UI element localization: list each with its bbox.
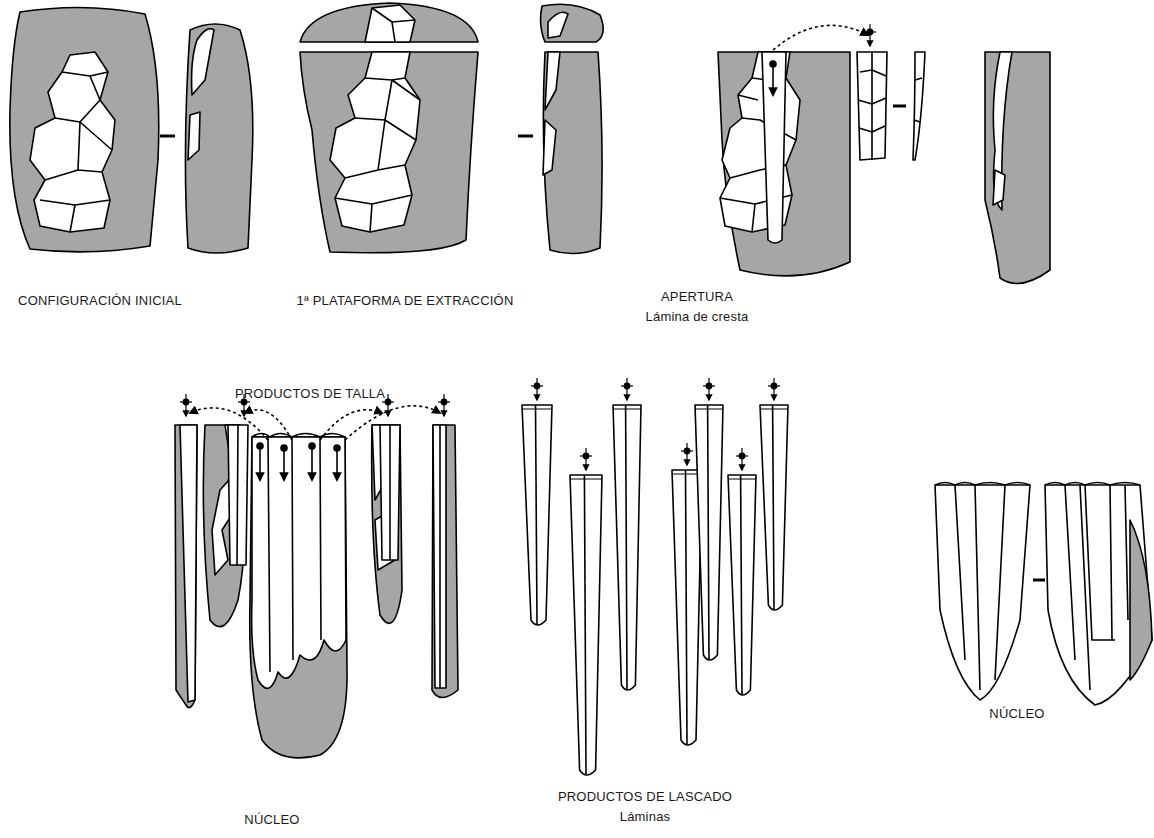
blade bbox=[728, 475, 756, 695]
caption-label: PRODUCTOS DE TALLA bbox=[235, 386, 385, 401]
impact-dot bbox=[624, 383, 629, 388]
impact-dot bbox=[441, 399, 446, 404]
blade-ridge bbox=[741, 475, 742, 694]
blade-butt bbox=[760, 409, 788, 410]
blade-ridge bbox=[686, 470, 688, 744]
impact-dot bbox=[684, 448, 689, 453]
removal-arrow bbox=[283, 450, 285, 480]
caption-label: CONFIGURACIÓN INICIAL bbox=[18, 293, 182, 308]
blade-butt bbox=[570, 479, 602, 480]
impact-dot bbox=[583, 453, 588, 458]
blade-ridge bbox=[584, 475, 586, 774]
impact-dot bbox=[771, 383, 776, 388]
product-left bbox=[175, 406, 458, 708]
caption-label: NÚCLEO bbox=[989, 706, 1044, 721]
caption-label: Lámina de cresta bbox=[646, 309, 749, 324]
blade-butt bbox=[613, 409, 641, 410]
blade-ridge bbox=[536, 405, 538, 624]
removal-arrow bbox=[336, 450, 338, 480]
blade bbox=[672, 470, 702, 745]
impact-dot bbox=[867, 29, 872, 34]
blade bbox=[613, 405, 641, 690]
blade bbox=[522, 405, 552, 625]
blade-butt bbox=[522, 409, 552, 410]
blade-butt bbox=[728, 479, 756, 480]
blade-ridge bbox=[708, 405, 709, 659]
impact-dot bbox=[183, 399, 188, 404]
blade bbox=[695, 405, 723, 660]
impact-dot bbox=[385, 399, 390, 404]
blade bbox=[760, 405, 788, 610]
impact-dot bbox=[534, 383, 539, 388]
removal-arrow bbox=[311, 448, 313, 480]
core-platform bbox=[300, 3, 603, 254]
caption-label: Láminas bbox=[620, 809, 671, 824]
blades-and-marks bbox=[180, 24, 876, 775]
impact-dot bbox=[706, 383, 711, 388]
blade-ridge bbox=[626, 405, 627, 689]
core-knapping bbox=[250, 434, 347, 758]
impact-dot bbox=[739, 453, 744, 458]
removal-arrow bbox=[259, 448, 261, 480]
core-opening bbox=[718, 25, 1050, 283]
blade bbox=[570, 475, 602, 775]
caption-label: NÚCLEO bbox=[244, 812, 299, 827]
core-final bbox=[935, 483, 1152, 706]
core-initial bbox=[10, 7, 253, 253]
blade-butt bbox=[695, 409, 723, 410]
caption-label: PRODUCTOS DE LASCADO bbox=[558, 789, 732, 804]
blade-ridge bbox=[773, 405, 774, 609]
caption-label: APERTURA bbox=[661, 289, 733, 304]
caption-label: 1ª PLATAFORMA DE EXTRACCIÓN bbox=[296, 293, 513, 308]
